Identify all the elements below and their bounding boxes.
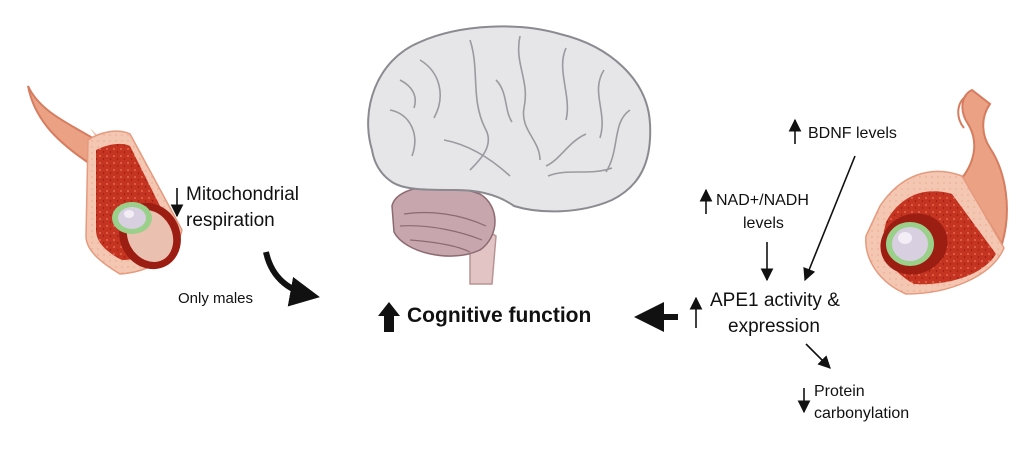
ape1-to-protein-arrow-icon <box>805 343 831 369</box>
only-males-label: Only males <box>178 290 254 307</box>
curved-arrow-icon <box>263 251 320 307</box>
cognitive-function-label: Cognitive function <box>407 304 592 327</box>
protein-label-line1: Protein <box>814 383 865 400</box>
left-blood-vessel-icon <box>27 85 183 275</box>
mito-label-line1: Mitochondrial <box>186 184 299 205</box>
cognitive-up-arrow-icon <box>378 302 400 332</box>
nad-label-line1: NAD+/NADH <box>716 192 809 209</box>
ape1-label-line2: expression <box>728 316 820 337</box>
mito-label-line2: respiration <box>186 210 275 231</box>
brain-icon <box>367 25 652 285</box>
nad-label-line2: levels <box>743 215 784 232</box>
ape1-label-line1: APE1 activity & <box>710 290 840 311</box>
bdnf-to-ape1-arrow-icon <box>803 155 856 282</box>
right-blood-vessel-icon <box>865 88 1008 295</box>
protein-label-line2: carbonylation <box>814 405 910 422</box>
bdnf-label: BDNF levels <box>808 125 897 142</box>
